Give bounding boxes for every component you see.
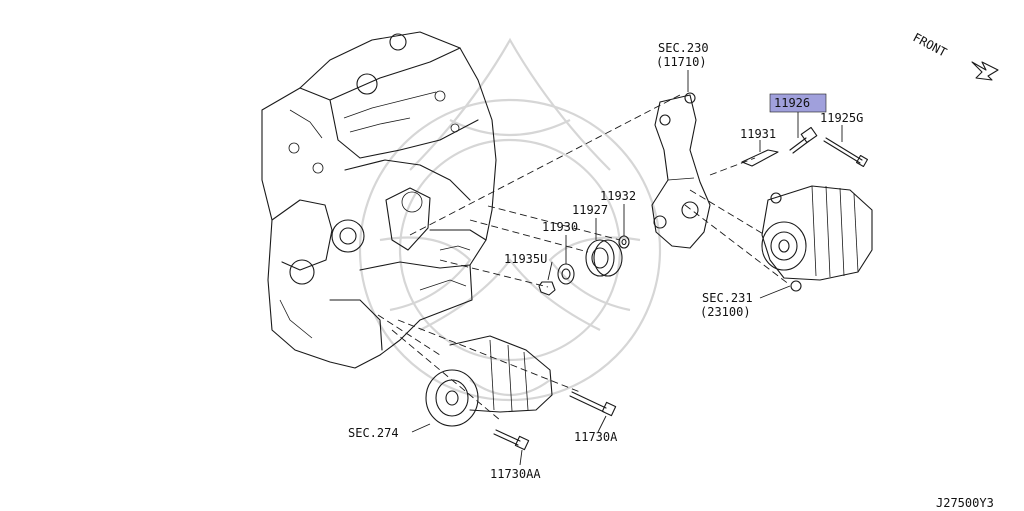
part-highlight bbox=[769, 93, 827, 113]
leader-lines bbox=[411, 70, 843, 466]
small-fasteners bbox=[741, 126, 869, 168]
label-11730aa[interactable]: 11730AA bbox=[490, 467, 541, 481]
label-sec231: SEC.231 bbox=[702, 291, 753, 305]
watermark-emblem bbox=[358, 37, 662, 402]
label-11925g[interactable]: 11925G bbox=[820, 111, 863, 125]
label-sec230: SEC.230 bbox=[658, 41, 709, 55]
label-11930[interactable]: 11930 bbox=[542, 220, 578, 234]
label-sec231-sub: (23100) bbox=[700, 305, 751, 319]
label-11927[interactable]: 11927 bbox=[572, 203, 608, 217]
alternator bbox=[761, 185, 873, 292]
label-11932[interactable]: 11932 bbox=[600, 189, 636, 203]
label-11730a[interactable]: 11730A bbox=[574, 430, 618, 444]
alternator-bracket bbox=[651, 92, 711, 249]
assembly-lines bbox=[377, 94, 791, 421]
label-sec274: SEC.274 bbox=[348, 426, 399, 440]
label-11926[interactable]: 11926 bbox=[774, 96, 810, 110]
ac-compressor bbox=[425, 335, 617, 451]
idler-pulley-parts bbox=[538, 235, 630, 296]
engine-block bbox=[261, 31, 497, 369]
diagram-code: J27500Y3 bbox=[936, 496, 994, 510]
label-11931[interactable]: 11931 bbox=[740, 127, 776, 141]
label-front: FRONT bbox=[911, 30, 949, 59]
label-11935u[interactable]: 11935U bbox=[504, 252, 547, 266]
front-arrow-icon bbox=[971, 61, 999, 81]
label-sec230-sub: (11710) bbox=[656, 55, 707, 69]
